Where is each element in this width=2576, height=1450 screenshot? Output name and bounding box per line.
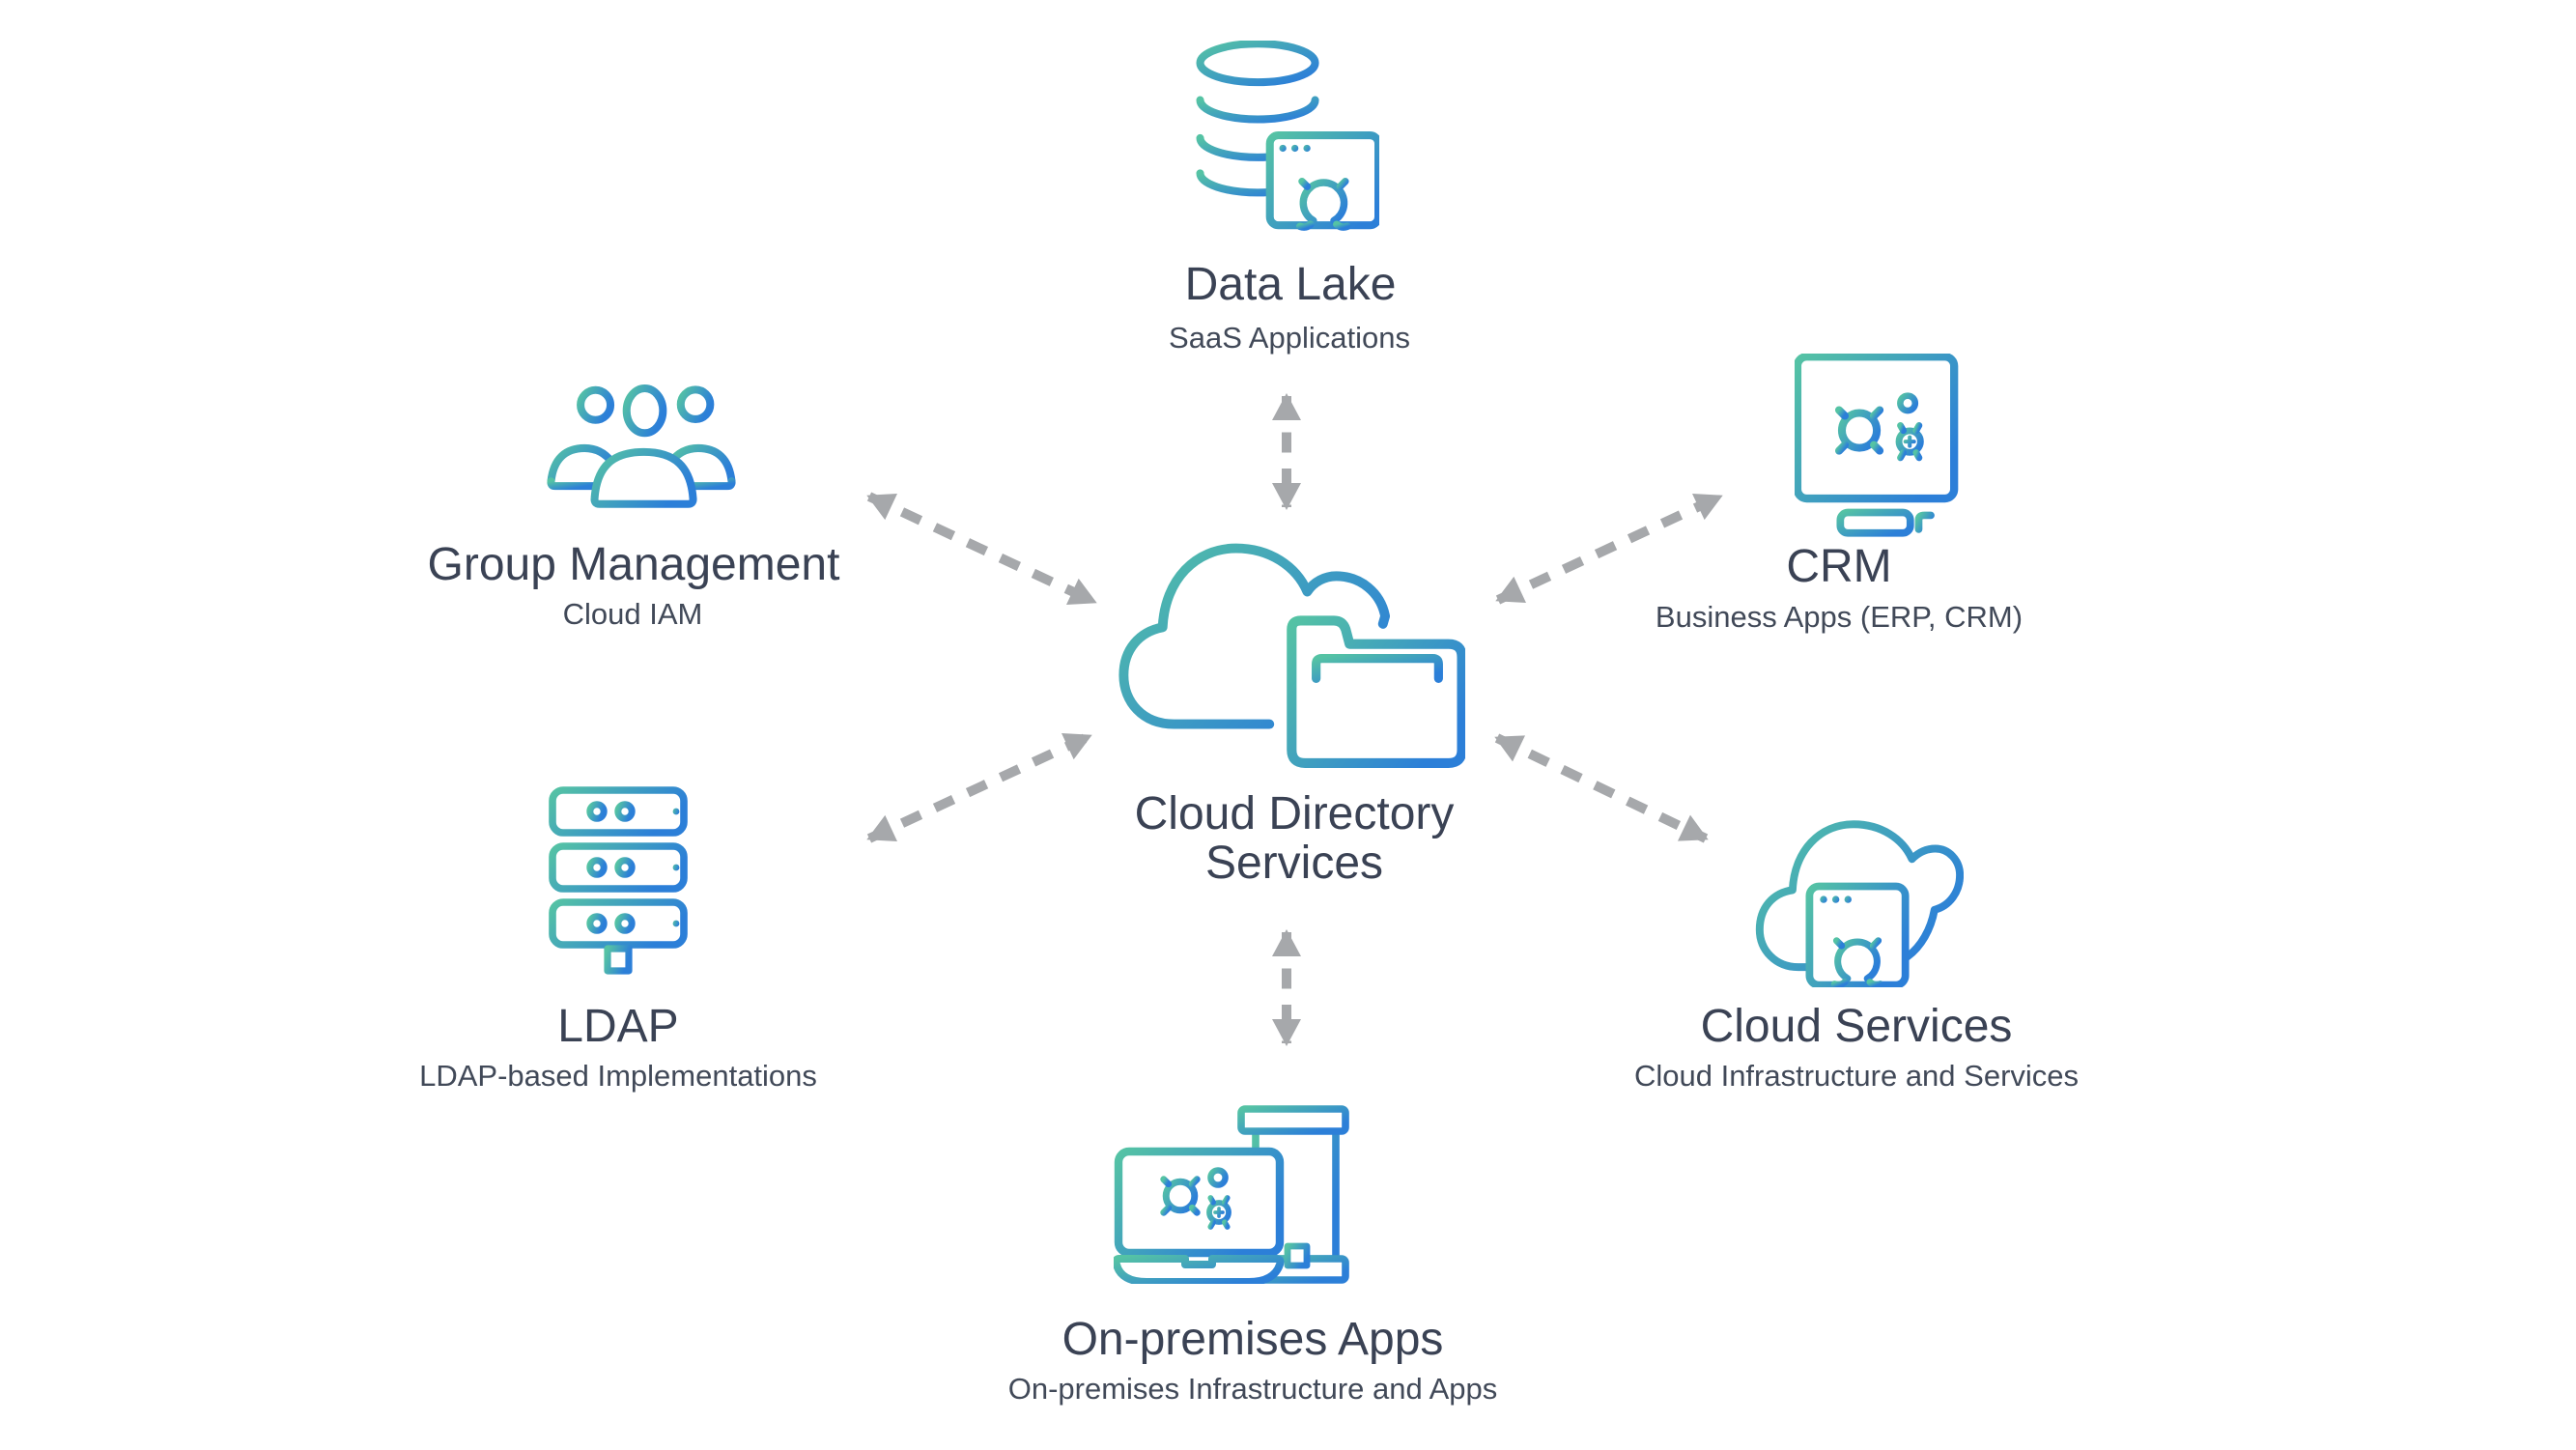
cloud-browser-gear-icon (1755, 820, 1964, 987)
monitor-gears-icon (1795, 354, 1959, 537)
connector-center-ldap (866, 731, 1092, 843)
database-browser-gear-icon (1196, 41, 1379, 232)
node-cloud-directory-services: Cloud Directory Services (1114, 537, 1465, 888)
node-title: On-premises Apps (1062, 1314, 1444, 1365)
node-crm: CRM Business Apps (ERP, CRM) (1656, 354, 2023, 634)
node-title: LDAP (557, 1001, 679, 1052)
connector-center-cloud-services (1494, 733, 1709, 843)
cloud-folder-icon (1118, 543, 1465, 768)
node-subtitle: Business Apps (ERP, CRM) (1655, 600, 2024, 634)
node-subtitle: Cloud IAM (562, 597, 703, 631)
node-group-management: Group Management Cloud IAM (428, 381, 839, 631)
node-subtitle: SaaS Applications (1169, 321, 1410, 355)
server-stack-icon (549, 786, 688, 975)
node-subtitle: Cloud Infrastructure and Services (1633, 1059, 2080, 1093)
node-subtitle: On-premises Infrastructure and Apps (1007, 1372, 1498, 1406)
node-cloud-services: Cloud Services Cloud Infrastructure and … (1634, 798, 2079, 1093)
connector-center-group-management (866, 492, 1097, 607)
node-title: CRM (1786, 541, 1892, 592)
connector-center-crm (1495, 492, 1723, 605)
node-title: Group Management (427, 539, 840, 590)
node-ldap: LDAP LDAP-based Implementations (419, 785, 817, 1093)
node-title: Cloud Directory Services (1134, 788, 1455, 889)
users-group-icon (547, 384, 736, 508)
node-subtitle: LDAP-based Implementations (419, 1059, 817, 1093)
node-on-premises: On-premises Apps On-premises Infrastruct… (1008, 1104, 1497, 1406)
node-data-lake: Data Lake SaaS Applications (1169, 41, 1410, 355)
laptop-building-icon (1114, 1105, 1349, 1284)
node-title: Data Lake (1184, 259, 1397, 310)
node-title: Cloud Services (1700, 1001, 2013, 1052)
